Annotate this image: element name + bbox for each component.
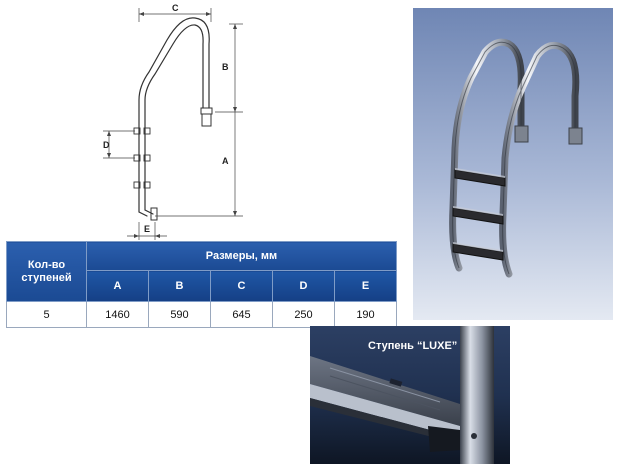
- dimension-label-c: C: [172, 3, 179, 13]
- step-closeup-photo: [310, 326, 510, 464]
- steps-count-header-line1: Кол-во: [27, 258, 66, 271]
- steps-count-header-line2: ступеней: [21, 271, 72, 284]
- column-header-a: A: [86, 270, 149, 302]
- cell-c: 645: [210, 301, 273, 328]
- dimensions-table: Кол-во ступеней Размеры, мм A B C D E 5 …: [6, 241, 397, 328]
- ladder-product-photo: [413, 8, 613, 320]
- dimension-label-b: B: [222, 62, 229, 72]
- dimension-label-e: E: [144, 224, 150, 234]
- ladder-dimension-diagram: C B A D E: [103, 3, 243, 240]
- step-caption: Ступень “LUXE”: [368, 340, 458, 352]
- column-header-b: B: [148, 270, 211, 302]
- dimensions-group-header: Размеры, мм: [86, 241, 397, 271]
- steps-count-header: Кол-во ступеней: [6, 241, 87, 302]
- dimension-label-a: A: [222, 156, 229, 166]
- column-header-d: D: [272, 270, 335, 302]
- cell-steps: 5: [6, 301, 87, 328]
- column-header-c: C: [210, 270, 273, 302]
- table-row: 5 1460 590 645 250 190: [6, 301, 397, 328]
- cell-e: 190: [334, 301, 397, 328]
- cell-b: 590: [148, 301, 211, 328]
- dimension-label-d: D: [103, 140, 110, 150]
- column-header-e: E: [334, 270, 397, 302]
- cell-d: 250: [272, 301, 335, 328]
- cell-a: 1460: [86, 301, 149, 328]
